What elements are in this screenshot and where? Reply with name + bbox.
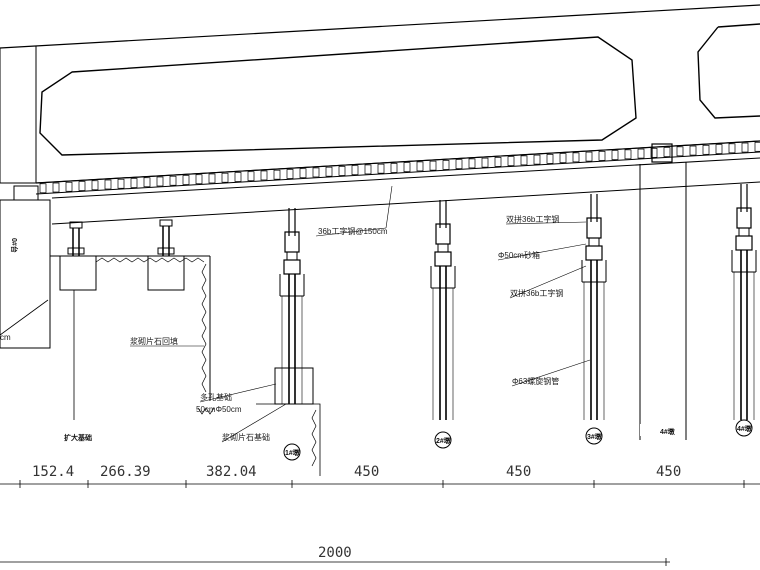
dim-label: 450	[656, 464, 681, 480]
svg-text:3#墩: 3#墩	[587, 432, 603, 441]
svg-text:2#墩: 2#墩	[436, 436, 452, 445]
steel-supports	[67, 143, 757, 440]
steel-pipe-label: Φ63螺旋钢管	[512, 376, 559, 386]
dim-label: 266.39	[100, 464, 151, 480]
pier-marker: 3#墩	[585, 427, 603, 445]
svg-text:1#墩: 1#墩	[285, 448, 301, 457]
double-beam-label-low: 双拼36b工字钢	[510, 288, 563, 298]
multi-base-label: 多孔基础	[200, 392, 232, 402]
sand-box-label: Φ50cm砂箱	[498, 250, 540, 260]
pier-marker: 4#墩	[735, 419, 753, 437]
multi-base-size-label: 50cmΦ50cm	[196, 405, 242, 414]
annotations: 36b工字钢@150cm 双拼36b工字钢 Φ50cm砂箱 双拼36b工字钢 Φ…	[130, 185, 591, 443]
pier-marker: 4#墩	[640, 424, 676, 436]
abutment-label: 0#台	[10, 238, 19, 253]
svg-text:4#墩: 4#墩	[660, 427, 676, 436]
pier-markers: 1#墩 2#墩 3#墩 4#墩 4#墩	[283, 419, 753, 461]
left-cut-label: cm	[0, 333, 11, 342]
dimension-line: 152.4 266.39 382.04 450 450 450 2000	[0, 464, 760, 566]
dim-label: 382.04	[206, 464, 257, 480]
foundation: 扩大基础	[50, 255, 321, 476]
pier-marker: 1#墩	[283, 443, 301, 461]
foundation-label: 扩大基础	[64, 433, 92, 442]
formwork-layer	[35, 140, 760, 225]
dim-label: 152.4	[32, 464, 74, 480]
i-beam-label: 36b工字钢@150cm	[318, 226, 388, 236]
left-abutment: 0#台 cm	[0, 185, 51, 349]
double-beam-label-top: 双拼36b工字钢	[506, 214, 559, 224]
masonry-fill-label: 浆砌片石回填	[130, 336, 178, 346]
pier-marker: 2#墩	[434, 431, 452, 449]
dim-label: 450	[354, 464, 379, 480]
dim-label: 450	[506, 464, 531, 480]
total-dim-label: 2000	[318, 545, 352, 561]
masonry-found-label: 浆砌片石基础	[222, 432, 270, 442]
box-girder	[0, 4, 760, 184]
svg-text:4#墩: 4#墩	[737, 424, 753, 433]
